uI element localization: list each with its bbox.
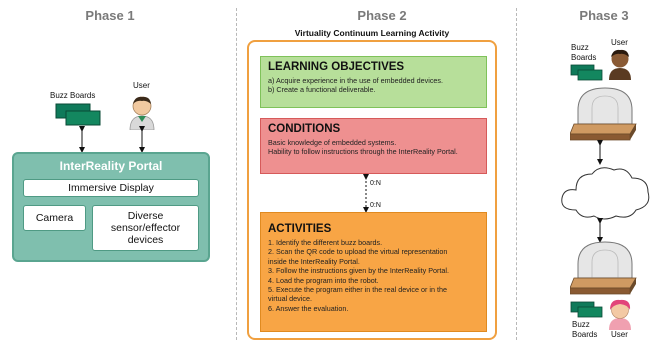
phase3-title: Phase 3 [579,8,629,23]
user-label: User [133,81,150,90]
immersive-display-box: Immersive Display [23,179,199,197]
conditions-panel: CONDITIONS Basic knowledge of embedded s… [260,118,487,174]
activity-line: 5. Execute the program either in the rea… [268,285,447,295]
user-avatar-icon [129,96,155,130]
cardinality-bottom: 0:N [370,202,381,209]
activity-title: Virtuality Continuum Learning Activity [294,28,450,38]
separator-right [516,8,517,340]
learning-objectives-title: LEARNING OBJECTIVES [268,61,405,73]
activity-line: virtual device. [268,294,312,304]
phase1-arrows [79,126,145,153]
sensors-line-1: Diverse [127,210,164,222]
activity-line: inside the InterReality Portal. [268,256,360,266]
condition-line: Hability to follow instructions through … [268,147,458,157]
sensors-line-2: sensor/effector [110,222,181,234]
buzz-bottom-line1: Buzz [572,320,590,329]
immersive-pod-bottom-icon [570,241,637,295]
portal-title: InterReality Portal [59,159,163,173]
interreality-portal: InterReality Portal Immersive Display Ca… [12,152,210,262]
activity-line: 6. Answer the evaluation. [268,303,349,313]
immersive-pod-top-icon [570,87,637,141]
buzz-boards-bottom-icon [570,301,603,318]
phase2-title: Phase 2 [357,8,407,23]
activity-line: 1. Identify the different buzz boards. [268,238,383,247]
learning-objectives-panel: LEARNING OBJECTIVES a) Acquire experienc… [260,56,487,108]
cardinality-top: 0:N [370,180,381,187]
buzz-boards-top-label: Buzz Boards [571,43,596,63]
buzz-boards-top-icon [570,64,603,81]
objective-line: a) Acquire experience in the use of embe… [268,76,444,85]
buzz-bottom-line2: Boards [572,330,598,339]
user-bottom-avatar-icon [609,299,631,330]
condition-line: Basic knowledge of embedded systems. [268,138,397,147]
user-top-avatar-icon [609,49,631,80]
buzz-boards-icon [55,103,101,126]
activity-line: 4. Load the program into the robot. [268,275,379,285]
activities-title: ACTIVITIES [268,223,332,235]
buzz-top-line1: Buzz [571,43,589,52]
network-connector-top [597,140,603,165]
learning-activity-frame [247,40,497,340]
activity-line: 3. Follow the instructions given by the … [268,266,449,276]
activities-panel: ACTIVITIES 1. Identify the different buz… [260,212,487,332]
camera-box: Camera [23,205,86,231]
user-top-label: User [611,38,628,47]
cloud-icon [561,167,650,220]
activity-line: 2. Scan the QR code to upload the virtua… [268,247,448,257]
sensors-line-3: devices [127,234,164,246]
phase1-title: Phase 1 [85,8,135,23]
conditions-title: CONDITIONS [268,123,341,135]
separator-left [236,8,237,340]
buzz-boards-bottom-label: Buzz Boards [572,320,597,340]
user-bottom-label: User [611,330,628,339]
objective-line: b) Create a functional deliverable. [268,85,376,95]
sensor-devices-box: Diverse sensor/effector devices [92,205,199,251]
buzz-boards-label: Buzz Boards [50,91,96,100]
network-connector-bottom [597,218,603,243]
buzz-top-line2: Boards [571,53,597,62]
conditions-activities-connector [363,174,369,213]
